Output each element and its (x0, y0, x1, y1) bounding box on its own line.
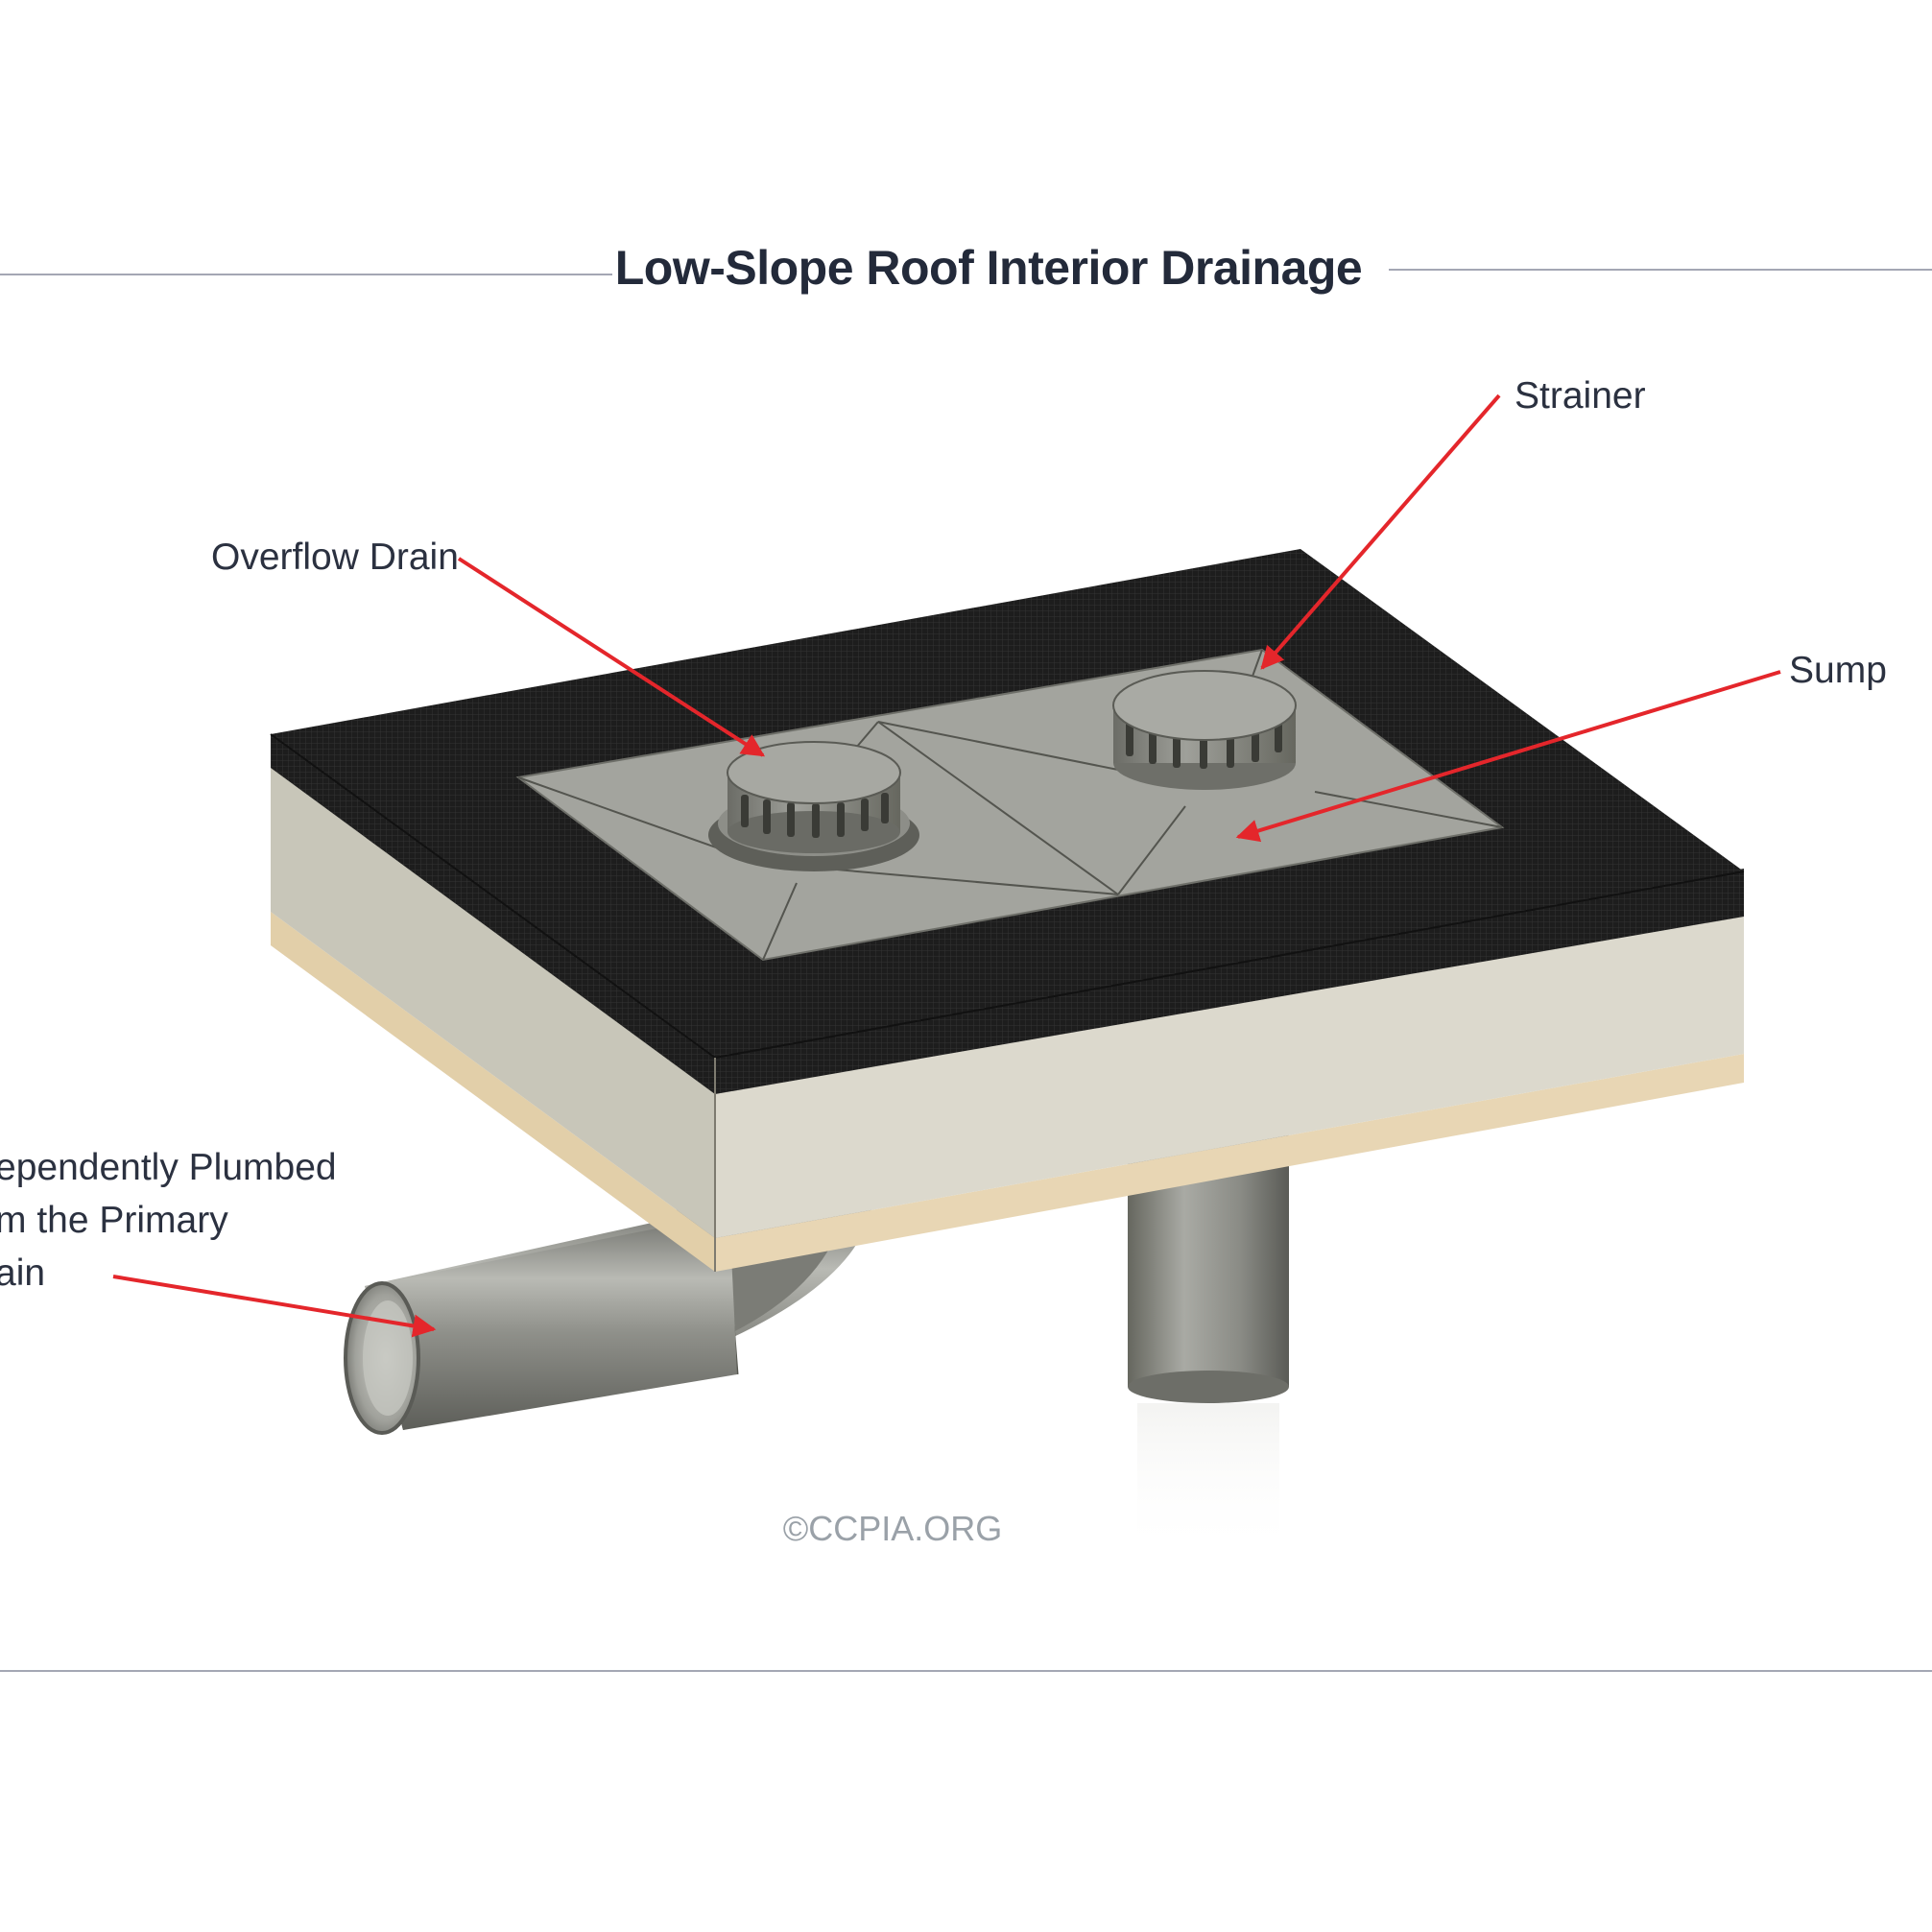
header-rule-left (0, 274, 612, 275)
copyright-credit: ©CCPIA.ORG (782, 1509, 1003, 1548)
arrow-overflow-pipe (112, 1275, 437, 1338)
arrow-strainer (1260, 394, 1501, 670)
header-rule-right (1389, 269, 1932, 271)
footer-rule (0, 1670, 1932, 1672)
label-independent-pipe: ependently Plumbed m the Primary ain (0, 1147, 355, 1310)
arrow-overflow-drain (457, 557, 766, 757)
label-independent-pipe-line2: m the Primary (0, 1200, 228, 1241)
overflow-drain-dome (708, 741, 919, 871)
diagram-title: Low-Slope Roof Interior Drainage (614, 241, 1363, 295)
strainer-dome (1112, 670, 1297, 790)
arrow-sump (1235, 670, 1781, 843)
label-independent-pipe-line1: ependently Plumbed (0, 1147, 337, 1188)
primary-drain-pipe (1128, 1113, 1289, 1557)
label-sump: Sump (1789, 650, 1887, 691)
callout-arrows (112, 394, 1781, 1338)
label-overflow-drain: Overflow Drain (211, 537, 459, 578)
label-strainer: Strainer (1515, 375, 1646, 417)
label-independent-pipe-line3: ain (0, 1252, 46, 1294)
